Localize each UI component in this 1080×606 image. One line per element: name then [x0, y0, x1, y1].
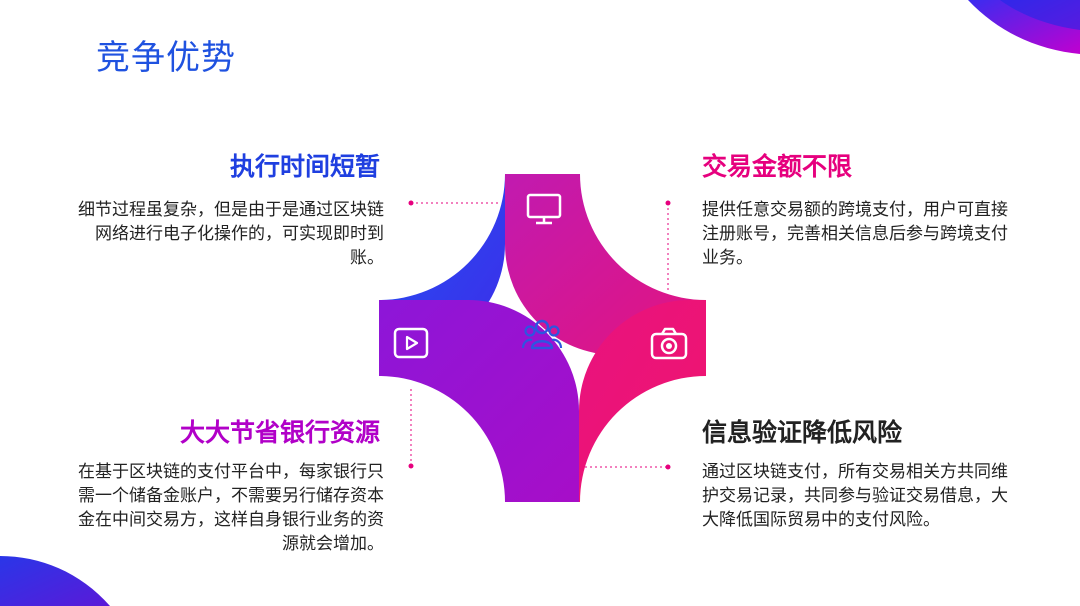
bottom-left-text: 在基于区块链的支付平台中，每家银行只需一个储备金账户，不需要另行储存资本金在中间…: [78, 462, 384, 554]
page-title: 竞争优势: [96, 38, 236, 78]
camera-icon: [650, 327, 688, 360]
bottom-left-title: 大大节省银行资源: [179, 418, 380, 447]
monitor-icon: [526, 193, 562, 225]
group-users-icon: [521, 319, 563, 350]
top-left-title: 执行时间短暂: [229, 152, 380, 181]
bottom-right-text: 通过区块链支付，所有交易相关方共同维护交易记录，共同参与验证交易借息，大大降低国…: [702, 462, 1008, 530]
top-right-title: 交易金额不限: [702, 152, 853, 181]
petal-bottom-left: [379, 300, 579, 502]
top-right-text: 提供任意交易额的跨境支付，用户可直接注册账号，完善相关信息后参与跨境支付业务。: [702, 200, 1008, 268]
top-left-text: 细节过程虽复杂，但是由于是通过区块链网络进行电子化操作的，可实现即时到账。: [78, 200, 384, 268]
bottom-right-title: 信息验证降低风险: [702, 418, 903, 447]
play-icon: [393, 327, 429, 359]
